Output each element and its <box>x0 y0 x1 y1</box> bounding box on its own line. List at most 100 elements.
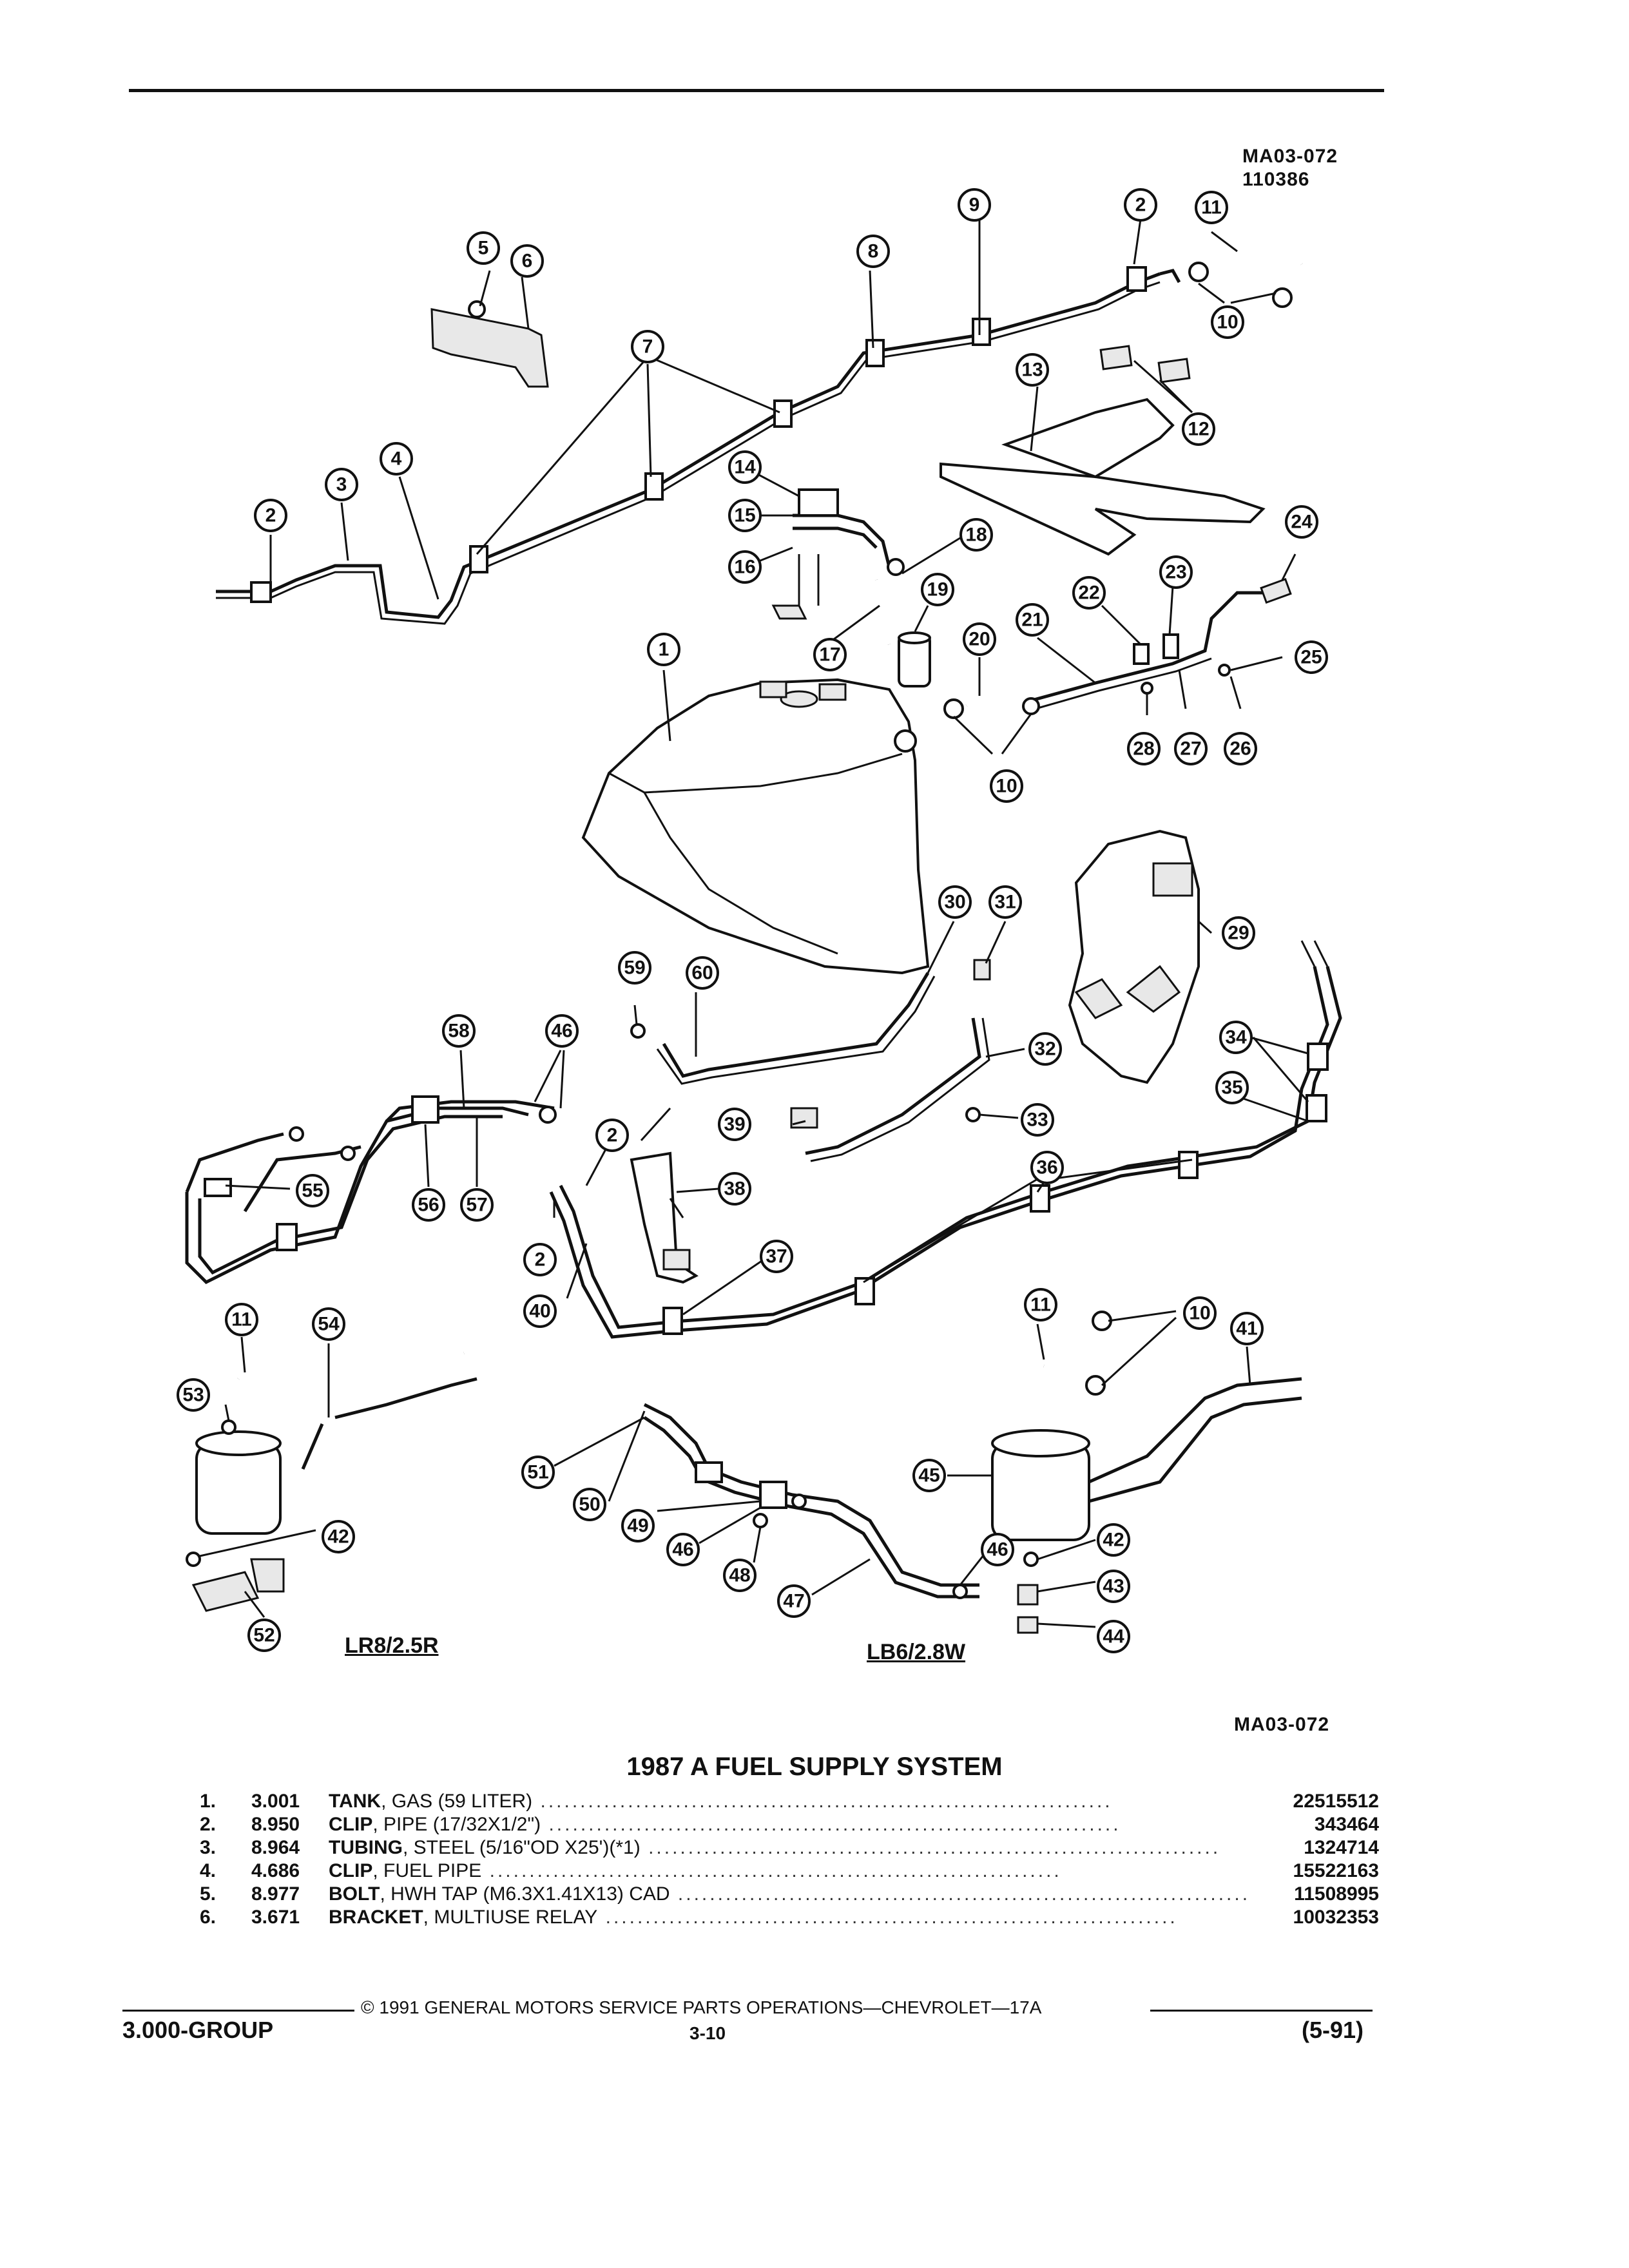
list-item: 2. 8.950 CLIP, PIPE (17/32X1/2") .......… <box>200 1813 1379 1836</box>
parts-list: 1. 3.001 TANK, GAS (59 LITER) ..........… <box>200 1790 1379 1929</box>
callout-22: 22 <box>1072 576 1106 610</box>
svg-text:27: 27 <box>1180 738 1201 760</box>
revision-date: (5-91) <box>1302 2017 1364 2043</box>
svg-text:10: 10 <box>1189 1303 1210 1324</box>
hose-11-top <box>1188 247 1304 308</box>
callout-60: 60 <box>686 956 719 990</box>
svg-text:47: 47 <box>783 1591 804 1612</box>
leader-dots: ........................................… <box>597 1907 1178 1928</box>
svg-text:21: 21 <box>1021 610 1043 631</box>
heat-shield <box>940 345 1266 556</box>
svg-text:51: 51 <box>527 1462 548 1483</box>
tank-shield <box>1068 829 1200 1084</box>
svg-text:40: 40 <box>529 1301 550 1322</box>
lower-canister-pipes <box>643 1403 979 1599</box>
callout-4: 4 <box>380 442 413 476</box>
copyright-line: © 1991 GENERAL MOTORS SERVICE PARTS OPER… <box>361 1997 1042 2017</box>
page-number: 3-10 <box>689 2023 726 2043</box>
callout-34: 34 <box>1219 1021 1253 1054</box>
callout-42: 42 <box>322 1520 355 1553</box>
callout-12: 12 <box>1182 412 1215 446</box>
svg-text:29: 29 <box>1228 923 1249 944</box>
svg-text:13: 13 <box>1021 360 1043 381</box>
callout-21: 21 <box>1016 603 1049 637</box>
svg-text:48: 48 <box>729 1565 750 1586</box>
svg-text:22: 22 <box>1078 582 1099 604</box>
callout-14: 14 <box>728 450 762 484</box>
variant-label-right: LB6/2.8W <box>867 1640 966 1664</box>
svg-text:28: 28 <box>1133 738 1154 760</box>
callout-47: 47 <box>777 1584 811 1618</box>
svg-text:6: 6 <box>522 251 533 272</box>
svg-text:43: 43 <box>1103 1576 1124 1597</box>
callout-17: 17 <box>813 638 847 671</box>
svg-text:44: 44 <box>1103 1626 1124 1648</box>
svg-text:55: 55 <box>302 1180 323 1202</box>
svg-text:17: 17 <box>819 644 840 666</box>
callout-52: 52 <box>247 1619 281 1652</box>
parts-list-title: 1987 A FUEL SUPPLY SYSTEM <box>626 1753 1003 1781</box>
top-rule <box>129 89 1384 92</box>
callout-28: 28 <box>1127 732 1161 765</box>
item-number: 2. <box>200 1814 217 1835</box>
leader-dots: ........................................… <box>532 1791 1113 1812</box>
svg-text:46: 46 <box>987 1539 1008 1561</box>
callout-5: 5 <box>467 231 500 265</box>
left-pipe-group <box>185 1095 557 1285</box>
svg-text:58: 58 <box>448 1021 469 1042</box>
callout-13: 13 <box>1016 353 1049 387</box>
list-item: 4. 4.686 CLIP, FUEL PIPE ...............… <box>200 1860 1379 1883</box>
svg-text:37: 37 <box>766 1246 787 1267</box>
callout-8: 8 <box>856 235 890 268</box>
svg-text:14: 14 <box>734 457 756 478</box>
svg-text:30: 30 <box>944 892 965 913</box>
fuel-tank <box>581 678 930 975</box>
item-group: 3.671 <box>251 1907 300 1928</box>
left-canister <box>186 1350 477 1612</box>
leader-dots: ........................................… <box>541 1814 1121 1835</box>
svg-text:38: 38 <box>724 1178 745 1200</box>
list-item: 3. 8.964 TUBING, STEEL (5/16"OD X25')(*1… <box>200 1836 1379 1860</box>
relay-bracket <box>430 300 549 388</box>
callout-23: 23 <box>1159 555 1193 589</box>
callout-41: 41 <box>1230 1312 1264 1345</box>
svg-text:41: 41 <box>1236 1318 1257 1340</box>
svg-text:19: 19 <box>927 579 948 601</box>
svg-text:18: 18 <box>965 524 987 546</box>
svg-text:57: 57 <box>466 1195 487 1216</box>
callout-42: 42 <box>1097 1523 1130 1557</box>
callout-3: 3 <box>325 468 358 501</box>
svg-text:46: 46 <box>551 1021 572 1042</box>
svg-text:39: 39 <box>724 1114 745 1135</box>
svg-text:60: 60 <box>691 963 713 984</box>
callout-24: 24 <box>1285 505 1318 539</box>
callout-54: 54 <box>312 1307 345 1341</box>
svg-text:9: 9 <box>969 195 980 216</box>
callout-19: 19 <box>921 573 954 606</box>
item-group: 8.950 <box>251 1814 300 1835</box>
variant-label-left: LR8/2.5R <box>345 1633 439 1658</box>
svg-text:59: 59 <box>624 957 645 979</box>
svg-text:45: 45 <box>918 1465 940 1486</box>
svg-text:50: 50 <box>579 1494 600 1515</box>
group-label: 3.000-GROUP <box>122 2017 274 2043</box>
callout-2: 2 <box>1124 188 1157 222</box>
callout-40: 40 <box>523 1294 557 1328</box>
callout-9: 9 <box>958 188 991 222</box>
callout-11: 11 <box>225 1303 258 1336</box>
tank-straps <box>630 959 991 1162</box>
item-part-number: 343464 <box>1314 1814 1379 1835</box>
callout-18: 18 <box>959 518 993 552</box>
callout-11: 11 <box>1195 191 1228 224</box>
callout-10: 10 <box>1183 1296 1217 1330</box>
item-name: TANK <box>329 1791 381 1812</box>
upper-fuel-pipe <box>216 266 1181 625</box>
callout-26: 26 <box>1224 732 1257 765</box>
svg-text:2: 2 <box>535 1249 546 1271</box>
item-group: 4.686 <box>251 1860 300 1881</box>
callout-49: 49 <box>621 1509 655 1542</box>
footer-rule-right <box>1150 2010 1373 2012</box>
callout-30: 30 <box>938 885 972 919</box>
item-detail: , HWH TAP (M6.3X1.41X13) CAD <box>380 1883 670 1905</box>
svg-text:4: 4 <box>391 448 402 470</box>
